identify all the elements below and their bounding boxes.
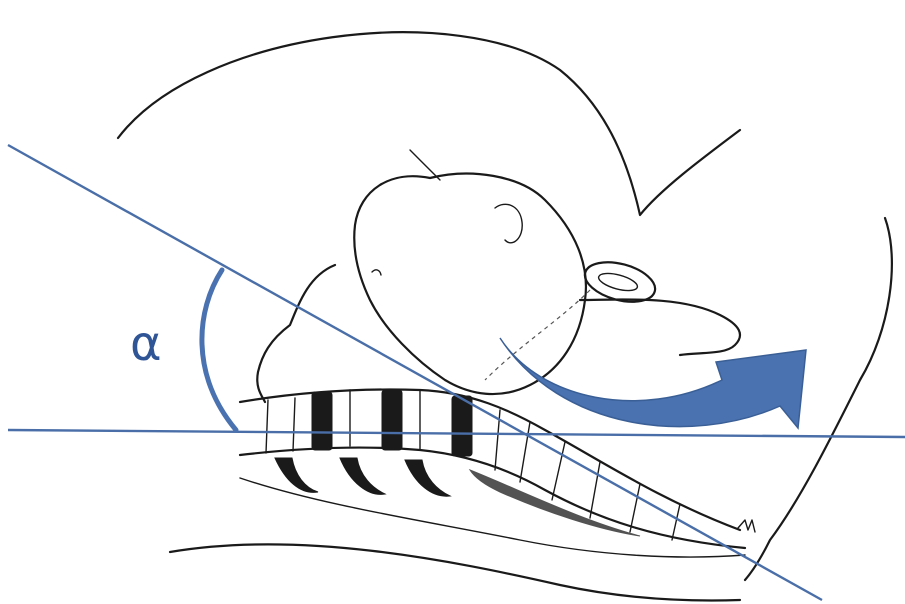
vertebra-divider (265, 399, 269, 454)
vertebra-3 (451, 395, 473, 457)
angle-label: α (130, 316, 162, 372)
vertebra-2 (381, 389, 403, 451)
brow-mark (371, 269, 382, 276)
rib-hook-3 (404, 459, 452, 497)
head-top-curl (409, 149, 441, 181)
lower-body-contour (239, 477, 746, 558)
ear (494, 203, 523, 244)
head-outline (353, 172, 587, 396)
eye-oval-inner (597, 272, 639, 292)
vertebra-divider (519, 421, 531, 483)
vertebra-divider (292, 397, 296, 452)
spine-shading (468, 468, 641, 537)
vertebra-divider (589, 461, 601, 519)
rib-hook-2 (339, 457, 387, 495)
bottom-contour (168, 543, 742, 602)
rib-hook-1 (274, 457, 319, 493)
vertebra-divider (629, 483, 641, 533)
diagonal-reference-line (7, 143, 823, 602)
jaw-line (484, 289, 591, 381)
tail-ticks (737, 519, 756, 533)
outer-contour (116, 31, 742, 217)
rotation-arrow (499, 337, 807, 430)
horizontal-reference-line (7, 428, 905, 439)
neck-shape (256, 263, 337, 404)
vertebra-divider (551, 441, 566, 501)
vertebra-divider (671, 503, 681, 541)
angle-arc (199, 267, 239, 433)
vertebra-1 (311, 391, 333, 451)
right-contour (743, 216, 893, 582)
shoulder-shape (578, 298, 742, 357)
